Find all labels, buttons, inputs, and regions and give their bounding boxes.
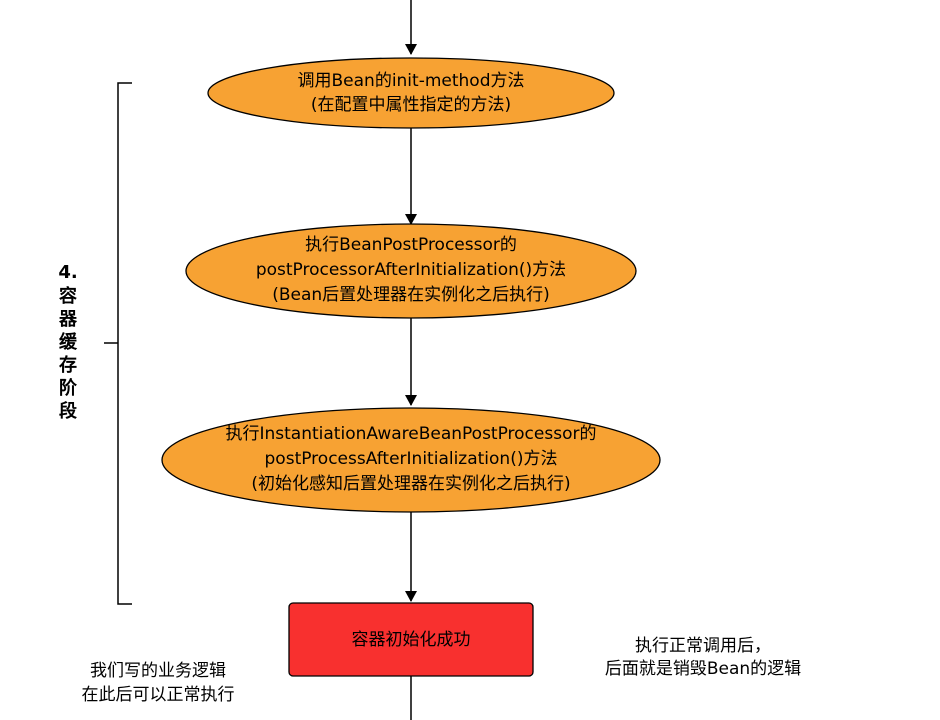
iabpp-after-ellipse: [161, 407, 661, 513]
right-note-line-1: 执行正常调用后，: [635, 636, 771, 656]
init-success-label: 容器初始化成功: [352, 630, 471, 650]
stage-label: 4. 容 器 缓 存 阶 段: [58, 262, 78, 422]
init-method-node: 调用Bean的init-method方法 (在配置中属性指定的方法): [207, 57, 615, 129]
bpp-after-line-1: 执行BeanPostProcessor的: [305, 235, 517, 255]
left-note-line-2: 在此后可以正常执行: [82, 685, 235, 705]
bpp-after-line-2: postProcessorAfterInitialization()方法: [256, 260, 566, 280]
init-method-ellipse: [207, 57, 615, 129]
iabpp-after-line-3: (初始化感知后置处理器在实例化之后执行): [251, 474, 570, 494]
left-note: 我们写的业务逻辑 在此后可以正常执行: [82, 661, 235, 705]
right-note: 执行正常调用后， 后面就是销毁Bean的逻辑: [605, 636, 801, 679]
left-note-line-1: 我们写的业务逻辑: [90, 661, 226, 681]
right-note-line-2: 后面就是销毁Bean的逻辑: [605, 659, 801, 679]
stage-char: 阶: [59, 377, 78, 399]
iabpp-after-line-1: 执行InstantiationAwareBeanPostProcessor的: [226, 424, 597, 444]
init-method-line-1: 调用Bean的init-method方法: [298, 71, 525, 91]
init-success-node: 容器初始化成功: [288, 602, 534, 677]
bpp-after-node: 执行BeanPostProcessor的 postProcessorAfterI…: [185, 223, 637, 319]
stage-number: 4.: [58, 262, 77, 283]
stage-bracket: [104, 82, 132, 605]
stage-char: 容: [59, 285, 77, 307]
iabpp-after-line-2: postProcessAfterInitialization()方法: [265, 449, 558, 469]
stage-char: 缓: [59, 331, 78, 353]
bpp-after-line-3: (Bean后置处理器在实例化之后执行): [272, 285, 550, 305]
bpp-after-ellipse: [185, 223, 637, 319]
init-method-line-2: (在配置中属性指定的方法): [311, 95, 511, 115]
stage-char: 段: [59, 400, 78, 422]
iabpp-after-node: 执行InstantiationAwareBeanPostProcessor的 p…: [161, 407, 661, 513]
stage-char: 器: [58, 309, 78, 330]
stage-char: 存: [59, 354, 77, 376]
init-success-box: [288, 602, 534, 677]
